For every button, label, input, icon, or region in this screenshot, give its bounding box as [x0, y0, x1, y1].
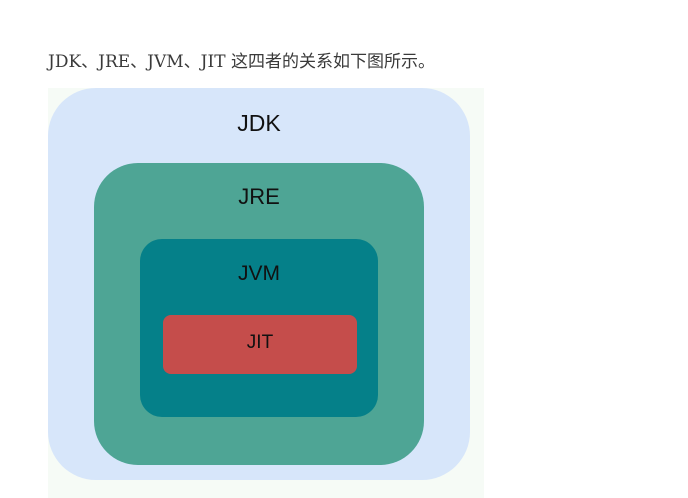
jvm-label: JVM [238, 262, 280, 285]
jdk-box: JDK JRE JVM JIT [48, 88, 470, 480]
jdk-jre-jvm-jit-diagram: JDK JRE JVM JIT [48, 88, 484, 498]
intro-paragraph: JDK、JRE、JVM、JIT 这四者的关系如下图所示。 [48, 52, 435, 72]
jre-label: JRE [238, 184, 280, 209]
jvm-box: JVM JIT [140, 239, 378, 417]
jre-box: JRE JVM JIT [94, 163, 424, 465]
jit-label: JIT [246, 332, 274, 353]
jdk-label: JDK [237, 110, 281, 136]
jit-box: JIT [163, 315, 357, 374]
